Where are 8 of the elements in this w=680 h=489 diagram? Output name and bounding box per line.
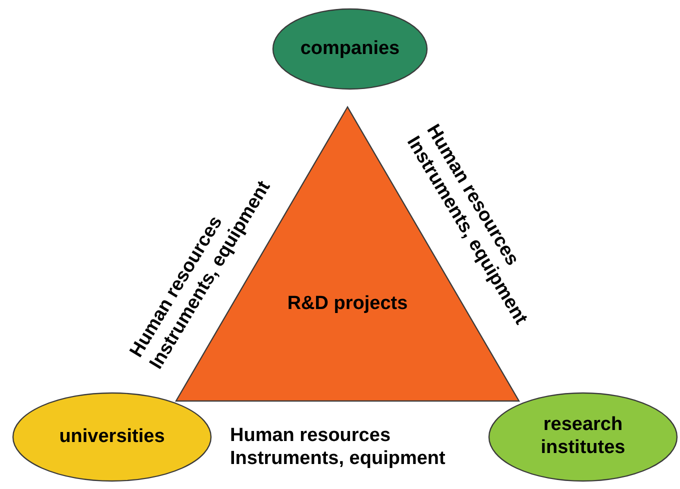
node-label: companies <box>300 38 400 60</box>
node-label: research institutes <box>540 414 626 460</box>
resource-label: Human resources Instruments, equipment <box>230 425 446 471</box>
ellipse-node <box>12 392 212 482</box>
ellipse-node <box>488 392 678 482</box>
ellipse-node <box>272 8 428 90</box>
node-label: universities <box>59 426 165 448</box>
node-label: R&D projects <box>287 292 408 316</box>
